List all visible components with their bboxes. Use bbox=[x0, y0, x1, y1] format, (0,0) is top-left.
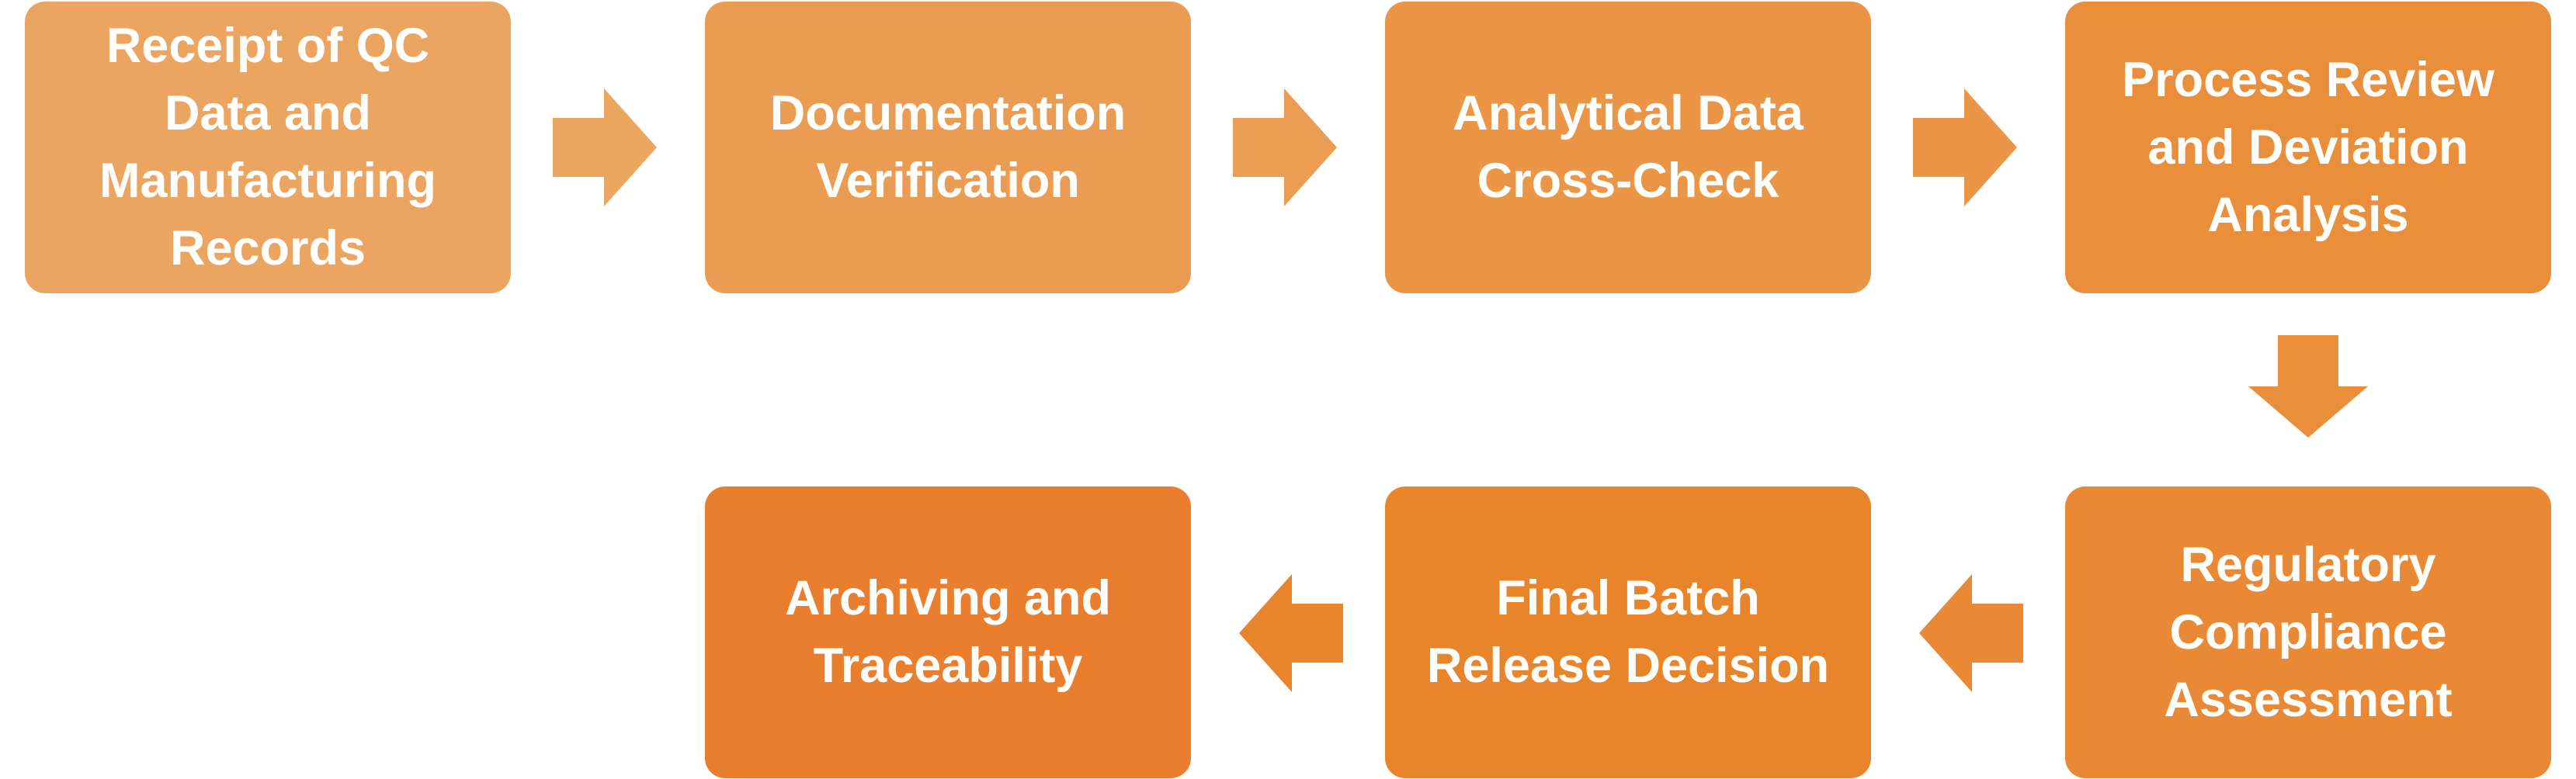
arrow-left-icon bbox=[1919, 574, 2023, 692]
arrow-shape bbox=[1233, 88, 1337, 206]
arrow-right-icon bbox=[1233, 88, 1337, 206]
step-box-analytical-data-cross-check: Analytical Data Cross-Check bbox=[1385, 2, 1871, 293]
step-label: Archiving and Traceability bbox=[784, 571, 1112, 693]
step-box-documentation-verification: Documentation Verification bbox=[705, 2, 1191, 293]
step-box-receipt: Receipt of QC Data and Manufacturing Rec… bbox=[25, 2, 511, 293]
arrow-shape bbox=[1913, 88, 2017, 206]
arrow-right-icon bbox=[1913, 88, 2017, 206]
arrow-down-icon bbox=[2248, 335, 2368, 438]
arrow-shape bbox=[1239, 574, 1343, 692]
step-label: Documentation Verification bbox=[769, 86, 1127, 208]
step-box-archiving-traceability: Archiving and Traceability bbox=[705, 486, 1191, 778]
step-box-final-batch-release: Final Batch Release Decision bbox=[1385, 486, 1871, 778]
step-label: Regulatory Compliance Assessment bbox=[2164, 537, 2453, 727]
arrow-shape bbox=[2248, 335, 2368, 438]
arrow-right-icon bbox=[553, 88, 657, 206]
step-label: Receipt of QC Data and Manufacturing Rec… bbox=[99, 19, 436, 275]
step-box-regulatory-compliance: Regulatory Compliance Assessment bbox=[2065, 486, 2551, 778]
arrow-shape bbox=[1919, 574, 2023, 692]
step-label: Analytical Data Cross-Check bbox=[1453, 86, 1804, 208]
arrow-left-icon bbox=[1239, 574, 1343, 692]
step-label: Final Batch Release Decision bbox=[1426, 571, 1830, 693]
arrow-shape bbox=[553, 88, 657, 206]
step-box-process-review: Process Review and Deviation Analysis bbox=[2065, 2, 2551, 293]
step-label: Process Review and Deviation Analysis bbox=[2122, 52, 2494, 242]
